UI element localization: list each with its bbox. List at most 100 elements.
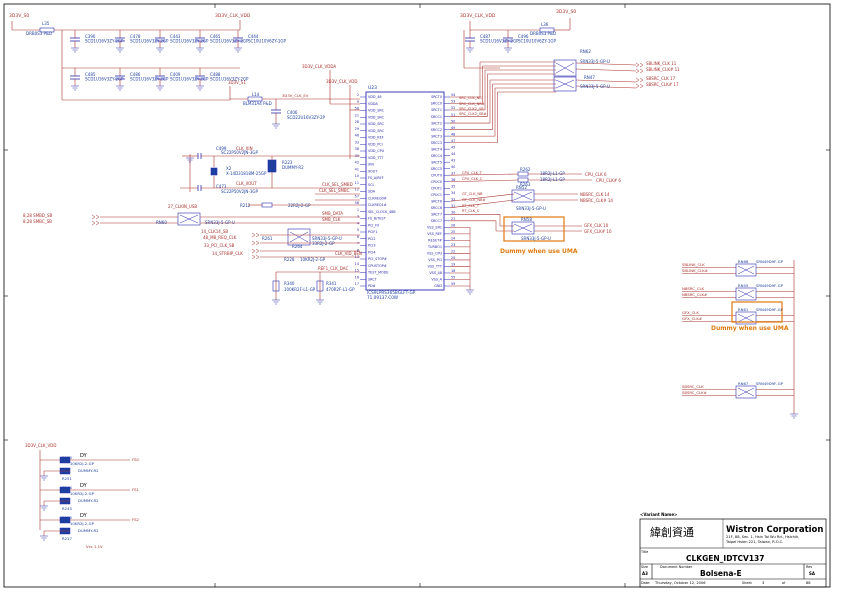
net-ref1-clk-dac: REF1_CLK_DAC bbox=[318, 266, 348, 271]
chip-pin-num: 27 bbox=[451, 217, 455, 221]
chip-pin-name: PCI4 bbox=[368, 250, 376, 254]
chip-pin-num: 44 bbox=[451, 152, 455, 156]
docnum-value: Bolsena-E bbox=[700, 569, 742, 578]
ground-symbol bbox=[196, 85, 204, 91]
cap-c487-ref: C487 bbox=[480, 34, 491, 39]
net-clk-vdd-top: 3D3V_CLK_VDD bbox=[215, 13, 251, 19]
r262 bbox=[517, 171, 529, 177]
net-48-mb-req: 48_MB_REQ_CLK bbox=[203, 235, 237, 240]
term-net-a: SBLINK_CLK bbox=[682, 262, 705, 267]
chip-pin-name: PCI3 bbox=[368, 244, 376, 248]
cap-c443-ref: C443 bbox=[170, 34, 181, 39]
chip-pin-num: 23 bbox=[451, 243, 455, 247]
rn47-pack bbox=[553, 76, 577, 92]
dy-tag: DY bbox=[80, 483, 88, 489]
rn52-val: SRN33J-5-GP-U bbox=[516, 206, 546, 211]
chip-pin-name: CPUT1 bbox=[431, 186, 442, 190]
ground-symbol bbox=[466, 47, 474, 53]
ground-symbol bbox=[116, 47, 124, 53]
net-14-clk14-sb: 14_CLK14_SB bbox=[201, 229, 228, 234]
chip-pin-name: SRCC1 bbox=[431, 115, 442, 119]
chip-pin-num: 4 bbox=[357, 221, 359, 225]
chip-pin-num: 50 bbox=[451, 119, 455, 123]
dy-tag: DY bbox=[80, 513, 88, 519]
power-filter-left: 3D3V_S0 3D3V_CLK_VDD L35 DRB0S3 P&D bbox=[9, 13, 251, 101]
size-value: A3 bbox=[642, 571, 648, 576]
r212-val: 22R2J-2-GP bbox=[288, 203, 311, 208]
rev-value: SA bbox=[809, 571, 816, 576]
chip-pin-num: 19 bbox=[451, 263, 455, 267]
r263-ref: R263 bbox=[520, 182, 531, 187]
r228-val: 10KR2J-2-GP bbox=[300, 257, 326, 262]
out-gfx-clk: GFX_CLK 10 bbox=[584, 223, 609, 228]
chip-pin-name: PD# bbox=[368, 284, 376, 288]
chip-pin-num: 15 bbox=[355, 269, 359, 273]
term-net-b: SBLINK_CLK# bbox=[682, 268, 708, 273]
strap-val2: DUMMY-R2 bbox=[78, 498, 99, 503]
strap-ref: R210 bbox=[62, 515, 72, 520]
cap-c390-val: SCD1U16V3ZY-2GP bbox=[85, 39, 124, 44]
chip-pin-name: SRCT4 bbox=[431, 147, 442, 151]
c406-val: SCD22U16V3ZY-2P bbox=[287, 115, 325, 120]
chip-pin-num: 18 bbox=[451, 269, 455, 273]
company-addr2: Taipei Hsien 221, Taiwan, R.O.C. bbox=[725, 540, 783, 544]
r341-val: 470R2F-L1-GP bbox=[326, 287, 355, 292]
cap-c443-val: SCD1U16V3ZY-2GP bbox=[170, 39, 209, 44]
chip-pin-num: 22 bbox=[451, 250, 455, 254]
r212-ref: R212 bbox=[240, 203, 251, 208]
l36-ref: L36 bbox=[541, 22, 549, 27]
net-clk-vdd-right: 3D3V_CLK_VDD bbox=[460, 13, 496, 19]
docnum-label: Document Number bbox=[660, 565, 693, 569]
chip-pin-num: 2 bbox=[357, 93, 359, 97]
chip-pin-name: PCI2 bbox=[368, 237, 376, 241]
net-3d3v-s1: 3D3V_S1 bbox=[228, 80, 246, 85]
chip-part2: 71.09137.C0W bbox=[367, 295, 398, 300]
rn-r261-val: SRN33J-5-GP-U bbox=[312, 236, 342, 241]
chip-pin-num: 53 bbox=[451, 100, 455, 104]
company-addr1: 21F, 88, Sec. 1, Hsin Tai Wu Rd., Hsichi… bbox=[726, 535, 799, 539]
chip-pin-name: PCIF1 bbox=[368, 230, 378, 234]
strap-val: 10KR2J-2-GP bbox=[70, 461, 95, 466]
chip-pin-name: VDD_48 bbox=[368, 95, 382, 99]
strap-ref: R244 bbox=[62, 485, 72, 490]
chip-pin-num: 43 bbox=[451, 158, 455, 162]
bottom-left-fs-straps: 3D3V_CLK_VDD Vcc 1.1V DYR25010KR2J-2-GPR… bbox=[25, 443, 140, 549]
right-output-labels: SBLINK_CLK 11 SBLINK_CLK# 11 SBSRC_CLK 1… bbox=[580, 61, 680, 234]
ground-symbol bbox=[196, 47, 204, 53]
chip-pin-num: 54 bbox=[451, 93, 455, 97]
chip-pin-num: 46 bbox=[355, 134, 359, 138]
chip-pin-name: FS_A/REF bbox=[368, 176, 384, 180]
crystal-x2 bbox=[210, 167, 218, 176]
strap-ref2: R217 bbox=[62, 536, 72, 541]
chip-part: ICS9LPRS365BGLFT-GP bbox=[367, 290, 416, 295]
date-label: Date: bbox=[641, 581, 650, 585]
out-nbsrc-clk-n: NBSRC_CLK# 14 bbox=[580, 198, 613, 203]
chip-pin-num: 16 bbox=[355, 275, 359, 279]
terminator-pack bbox=[735, 311, 757, 325]
out-gfx-clk-n: GFX_CLK# 10 bbox=[584, 229, 612, 234]
chip-pin-num: 49 bbox=[451, 126, 455, 130]
out-sblink-clk: SBLINK_CLK 11 bbox=[646, 61, 677, 66]
dummy-note-2: Dummy when use UMA bbox=[711, 325, 789, 332]
r263 bbox=[517, 177, 529, 183]
cap-c478-val: SCD1U16V3ZY-2GP bbox=[130, 39, 169, 44]
c473-ref: C473 bbox=[216, 184, 227, 189]
dummy-note-1: Dummy when use UMA bbox=[500, 248, 578, 255]
chip-pin-num: 55 bbox=[451, 276, 455, 280]
net-rt-clk-t: RT_CLK_T bbox=[462, 204, 480, 208]
chip-pin-name: CPUC1 bbox=[431, 193, 442, 197]
net-clk-vdda: 3D3V_CLK_VDDA bbox=[302, 64, 336, 69]
chip-pin-name: SRCT5 bbox=[431, 160, 442, 164]
net-smb-data: SMB_DATA bbox=[322, 211, 343, 216]
chip-pin-name: VDDA bbox=[368, 102, 378, 106]
net-smbd-sb: 8,28 SMBD_SB bbox=[23, 213, 53, 218]
ground-symbol bbox=[234, 47, 242, 53]
chip-pin-name: SRCC2 bbox=[431, 128, 442, 132]
chip-pin-name: VDD_SRC bbox=[368, 129, 385, 133]
term-net-a: NBSRC_CLK bbox=[682, 286, 705, 291]
cap-c486-val: SCD1U16V3ZY-2GP bbox=[130, 77, 169, 82]
net-3d3v-clk-ev: 3D3V_CLK_EV bbox=[282, 93, 309, 98]
chip-pin-num: 29 bbox=[355, 127, 359, 131]
